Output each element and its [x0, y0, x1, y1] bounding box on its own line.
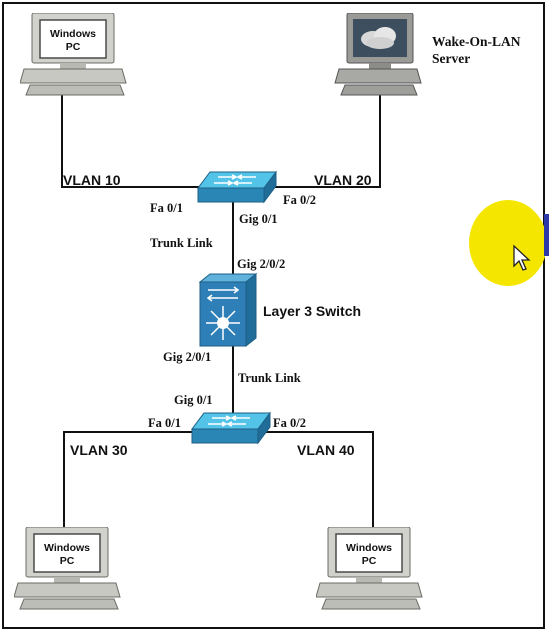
desktop-computer-icon: Windows PC — [20, 13, 127, 96]
window-edge-tab — [544, 214, 549, 256]
cursor-highlight — [469, 200, 547, 286]
bottom-switch-port-fa02-label: Fa 0/2 — [273, 416, 306, 430]
top-switch-port-gig01-label: Gig 0/1 — [239, 212, 278, 226]
layer3-switch-icon — [198, 272, 258, 348]
trunk-link-bottom-label: Trunk Link — [238, 371, 301, 385]
core-port-gig201-label: Gig 2/0/1 — [163, 350, 212, 364]
pc-screen-label-line1: Windows — [44, 542, 90, 554]
core-port-gig202-label: Gig 2/0/2 — [237, 257, 286, 271]
server-label: Wake-On-LAN Server — [432, 33, 521, 67]
server-computer-icon — [334, 13, 422, 96]
vlan-10-label: VLAN 10 — [63, 172, 121, 188]
link-pc10-to-switch — [61, 95, 203, 188]
server-label-line1: Wake-On-LAN — [432, 34, 521, 49]
vlan-40-label: VLAN 40 — [297, 442, 355, 458]
top-switch-port-fa01-label: Fa 0/1 — [150, 201, 183, 215]
link-switch-to-pc40 — [262, 431, 374, 528]
link-switch-to-pc30 — [63, 431, 200, 528]
link-server-to-switch — [270, 95, 381, 188]
vlan-30-label: VLAN 30 — [70, 442, 128, 458]
diagram-frame — [2, 2, 545, 629]
top-switch-port-fa02-label: Fa 0/2 — [283, 193, 316, 207]
layer3-switch-label: Layer 3 Switch — [263, 303, 362, 319]
pc-screen-label-line1: Windows — [346, 542, 392, 554]
workgroup-switch-icon — [191, 411, 271, 445]
trunk-link-top-label: Trunk Link — [150, 236, 213, 250]
mouse-pointer-icon — [513, 244, 531, 271]
pc-screen-label-line2: PC — [60, 555, 75, 567]
pc-screen-label-line2: PC — [66, 41, 81, 53]
pc-screen-label-line1: Windows — [50, 28, 96, 40]
pc-screen-label-line2: PC — [362, 555, 377, 567]
desktop-computer-icon: Windows PC — [14, 527, 121, 610]
vlan-20-label: VLAN 20 — [314, 172, 372, 188]
workgroup-switch-icon — [197, 170, 277, 204]
desktop-computer-icon: Windows PC — [316, 527, 423, 610]
bottom-switch-port-fa01-label: Fa 0/1 — [148, 416, 181, 430]
server-label-line2: Server — [432, 51, 471, 66]
bottom-switch-port-gig01-label: Gig 0/1 — [174, 393, 213, 407]
